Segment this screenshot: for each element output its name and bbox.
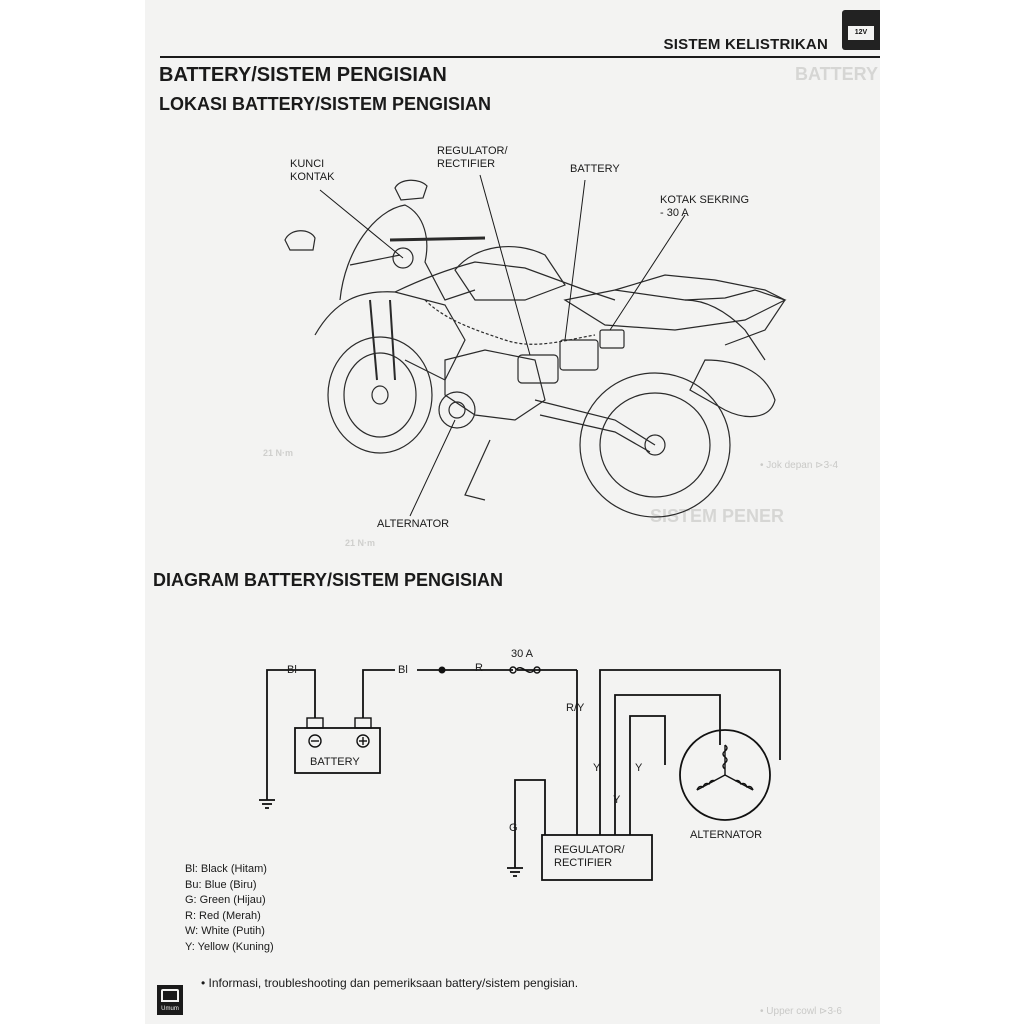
tank xyxy=(454,245,566,301)
plus-icon xyxy=(356,734,370,748)
bleed-through-battery: BATTERY xyxy=(795,64,878,84)
engine xyxy=(444,349,546,421)
callout-alternator: ALTERNATOR xyxy=(377,518,450,530)
legend-item: R: Red (Merah) xyxy=(185,909,261,922)
bleed-through-jok: • Jok depan ⊳3-4 xyxy=(760,460,839,471)
bleed-through-torque-2: 21 N·m xyxy=(345,538,376,548)
alternator-label: ALTERNATOR xyxy=(690,829,763,841)
front-fairing xyxy=(339,204,476,301)
fuse-symbol xyxy=(509,666,541,674)
kickstand xyxy=(464,439,491,501)
ignition-switch-component xyxy=(392,247,414,269)
junction-dot xyxy=(438,666,446,674)
bleed-through-upper-cowl: • Upper cowl ⊳3-6 xyxy=(760,1006,842,1017)
fuse-rating-label: 30 A xyxy=(511,648,534,660)
callout-leaders xyxy=(319,174,686,517)
callout-battery: BATTERY xyxy=(570,163,620,175)
battery-box xyxy=(294,727,381,774)
legend-item: Bu: Blue (Biru) xyxy=(185,878,257,891)
regulator-box-label: REGULATOR/ RECTIFIER xyxy=(554,844,625,869)
alternator-symbol xyxy=(679,729,771,821)
wire-label-y3: Y xyxy=(613,794,621,806)
alternator-windings xyxy=(696,744,754,791)
wire-color-legend: Bl: Black (Hitam) Bu: Blue (Biru) G: Gre… xyxy=(185,862,274,955)
manual-book-icon: Umum xyxy=(157,985,183,1015)
section-tab: 12V xyxy=(842,10,880,50)
front-wheel xyxy=(327,336,433,454)
battery-12v-icon: 12V xyxy=(848,26,874,40)
rear-wheel xyxy=(579,372,731,518)
bleed-through-sistem: SISTEM PENER xyxy=(650,506,785,526)
wire-label-y1: Y xyxy=(593,762,601,774)
wire-label-bl-mid: Bl xyxy=(398,664,408,676)
section-header: SISTEM KELISTRIKAN xyxy=(663,36,828,53)
page-title: BATTERY/SISTEM PENGISIAN xyxy=(159,64,447,86)
muffler xyxy=(689,359,776,418)
location-heading: LOKASI BATTERY/SISTEM PENGISIAN xyxy=(159,94,492,114)
bleed-through-torque-1: 21 N·m xyxy=(263,448,294,458)
legend-item: Bl: Black (Hitam) xyxy=(185,863,267,875)
callout-regulator: REGULATOR/ RECTIFIER xyxy=(437,145,508,170)
fuse-box-component xyxy=(599,329,625,349)
tail-cowl xyxy=(614,274,786,346)
regulator-box xyxy=(541,834,653,881)
seat xyxy=(563,289,787,331)
wire-label-r: R xyxy=(475,662,483,674)
regulator-component xyxy=(517,354,559,384)
manual-page: BATTERY SISTEM PENER 21 N·m 21 N·m • Jok… xyxy=(145,0,880,1024)
battery-component xyxy=(559,339,599,371)
battery-terminal-symbols xyxy=(308,734,370,748)
legend-item: Y: Yellow (Kuning) xyxy=(185,940,274,953)
mirror-left xyxy=(284,230,316,251)
wire-label-ry: R/Y xyxy=(566,702,585,714)
diagram-heading: DIAGRAM BATTERY/SISTEM PENGISIAN xyxy=(153,570,504,590)
legend-item: G: Green (Hijau) xyxy=(185,894,266,906)
battery-box-label: BATTERY xyxy=(310,756,360,768)
minus-icon xyxy=(308,734,322,748)
wire-label-bl-left: Bl xyxy=(287,664,297,676)
footer-note[interactable]: • Informasi, troubleshooting dan pemerik… xyxy=(201,976,579,990)
header-rule xyxy=(160,56,880,58)
wiring-diagram xyxy=(259,669,781,881)
alternator-cover xyxy=(438,391,476,429)
wire-label-g: G xyxy=(509,822,518,834)
motorcycle-illustration xyxy=(284,179,787,518)
callout-kotak-sekring: KOTAK SEKRING - 30 A xyxy=(660,194,750,219)
mirror-right xyxy=(394,179,428,201)
illustrations xyxy=(259,174,787,881)
legend-item: W: White (Putih) xyxy=(185,925,265,937)
callout-kunci-kontak: KUNCI KONTAK xyxy=(290,158,335,183)
wire-label-y2: Y xyxy=(635,762,643,774)
